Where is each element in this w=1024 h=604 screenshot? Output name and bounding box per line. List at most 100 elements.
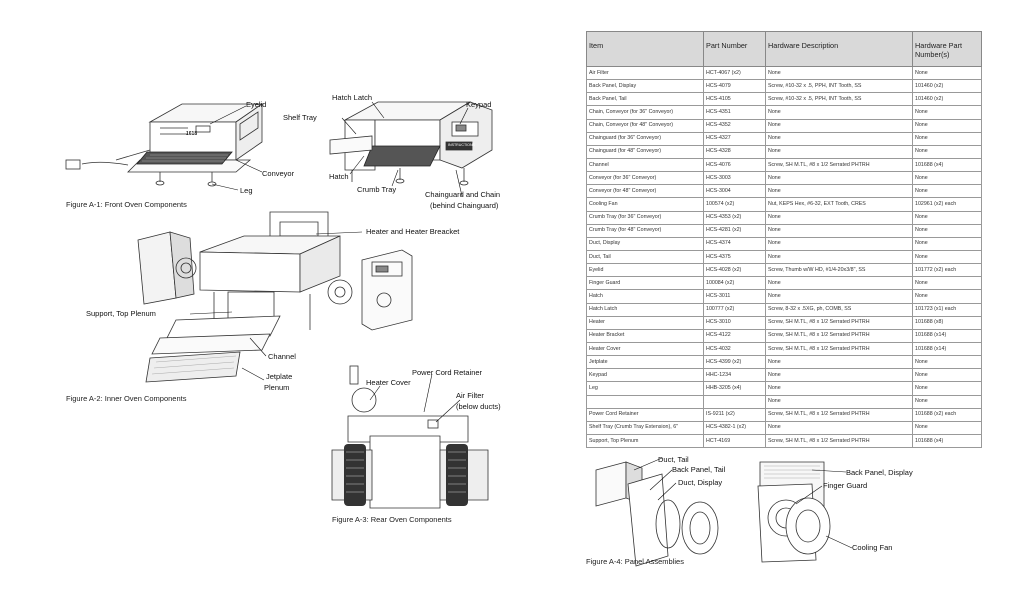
callout-heater-cover: Heater Cover <box>366 378 411 387</box>
cell-hardware-description: None <box>765 131 913 146</box>
callout-cooling-fan: Cooling Fan <box>852 543 893 552</box>
cell-item: Support, Top Plenum <box>586 433 704 449</box>
callout-crumb-tray: Crumb Tray <box>357 185 397 194</box>
cell-hardware-part-number: None <box>912 249 982 265</box>
rear-oven-drawing <box>331 365 489 509</box>
cell-hardware-description: None <box>765 223 913 238</box>
cell-hardware-part-number: None <box>912 184 982 199</box>
cell-part-number: HCT-4067 (x2) <box>703 65 766 81</box>
cell-hardware-part-number: 101688 (x4) <box>912 157 982 173</box>
cell-part-number: HCS-4281 (x2) <box>703 223 766 238</box>
cell-item: Channel <box>586 157 704 173</box>
callout-duct-tail: Duct, Tail <box>658 455 689 464</box>
cell-hardware-description: Screw, #10-32 x .5, PPH, INT Tooth, SS <box>765 79 913 94</box>
cell-hardware-description: Screw, #10-32 x .5, PPH, INT Tooth, SS <box>765 92 913 107</box>
cell-hardware-description: None <box>765 420 913 435</box>
cell-part-number: HCS-4122 <box>703 328 766 343</box>
cell-item: Leg <box>586 381 704 396</box>
cell-hardware-part-number: None <box>912 105 982 120</box>
cell-hardware-part-number: None <box>912 276 982 291</box>
cell-item: Duct, Display <box>586 236 704 251</box>
callout-air-filter-note: (below ducts) <box>456 402 501 411</box>
callout-support-top-plenum: Support, Top Plenum <box>86 309 156 318</box>
callout-hatch-latch: Hatch Latch <box>332 93 373 102</box>
cell-hardware-part-number: 101460 (x2) <box>912 79 982 94</box>
cell-part-number: IS-9211 (x2) <box>703 407 766 422</box>
panel-assemblies-drawing <box>595 461 831 567</box>
cell-hardware-description: Screw, Thumb w/W HD, #1/4-20x3/8", SS <box>765 263 913 278</box>
cell-item: Hatch <box>586 289 704 304</box>
inner-oven-exploded-drawing <box>137 211 413 383</box>
cell-hardware-description: None <box>765 236 913 251</box>
cell-hardware-description: None <box>765 184 913 199</box>
cell-hardware-description: Screw, 8-32 x .5XG, ph, COMB, SS <box>765 302 913 317</box>
cell-part-number: HHB-3205 (x4) <box>703 381 766 396</box>
callout-back-panel-tail: Back Panel, Tail <box>672 465 726 474</box>
callout-finger-guard: Finger Guard <box>823 481 868 490</box>
table-row: Crumb Tray (for 36" Conveyor)HCS-4353 (x… <box>586 210 982 225</box>
table-row: Chain, Conveyor (for 48" Conveyor)HCS-43… <box>586 118 982 133</box>
cell-part-number: 100084 (x2) <box>703 276 766 291</box>
cell-item: Air Filter <box>586 65 704 81</box>
callout-plenum: Plenum <box>264 383 290 392</box>
cell-item: Power Cord Retainer <box>586 407 704 422</box>
cell-item: Keypad <box>586 368 704 383</box>
cell-item: Chainguard (for 48" Conveyor) <box>586 144 704 159</box>
cell-hardware-description: None <box>765 249 913 265</box>
cell-item: Heater Cover <box>586 341 704 357</box>
cell-hardware-part-number: None <box>912 420 982 435</box>
col-header-hardware-description: Hardware Description <box>765 31 913 67</box>
cell-part-number: HCS-4328 <box>703 144 766 159</box>
cell-hardware-description: Nut, KEPS Hex, #6-32, EXT Tooth, CRES <box>765 197 913 212</box>
cell-hardware-description: None <box>765 171 913 186</box>
cell-part-number: HCS-4351 <box>703 105 766 120</box>
callout-leg: Leg <box>240 186 253 195</box>
callout-conveyor: Conveyor <box>262 169 295 178</box>
cell-part-number: 100777 (x2) <box>703 302 766 317</box>
callout-chainguard: Chainguard and Chain <box>425 190 501 199</box>
callout-shelf-tray: Shelf Tray <box>283 113 317 122</box>
cell-item: Finger Guard <box>586 276 704 291</box>
cell-item <box>586 394 704 409</box>
cell-hardware-part-number: None <box>912 289 982 304</box>
cell-item: Eyelid <box>586 263 704 278</box>
cell-hardware-description: Screw, SH M.TL, #8 x 1/2 Serrated PHTRH <box>765 315 913 330</box>
cell-item: Heater Bracket <box>586 328 704 343</box>
cell-hardware-part-number: None <box>912 223 982 238</box>
cell-item: Hatch Latch <box>586 302 704 317</box>
callout-air-filter: Air Filter <box>456 391 484 400</box>
cell-hardware-part-number: None <box>912 394 982 409</box>
cell-part-number: HCS-4375 <box>703 249 766 265</box>
cell-hardware-description: Screw, SH M.TL, #8 x 1/2 Serrated PHTRH <box>765 433 913 449</box>
table-row: Shelf Tray (Crumb Tray Extension), 6"HCS… <box>586 420 982 435</box>
cell-part-number: HCS-4382-1 (x2) <box>703 420 766 435</box>
cell-part-number: HHC-1234 <box>703 368 766 383</box>
cell-item: Conveyor (for 36" Conveyor) <box>586 171 704 186</box>
cell-part-number: HCS-3004 <box>703 184 766 199</box>
cell-part-number: HCS-4028 (x2) <box>703 263 766 278</box>
cell-hardware-description: None <box>765 105 913 120</box>
cell-part-number: HCS-4105 <box>703 92 766 107</box>
cell-part-number: HCS-4327 <box>703 131 766 146</box>
cell-hardware-part-number: 102961 (x2) each <box>912 197 982 212</box>
table-row: Chain, Conveyor (for 36" Conveyor)HCS-43… <box>586 105 982 120</box>
cell-part-number: HCS-3011 <box>703 289 766 304</box>
cell-hardware-description: None <box>765 276 913 291</box>
